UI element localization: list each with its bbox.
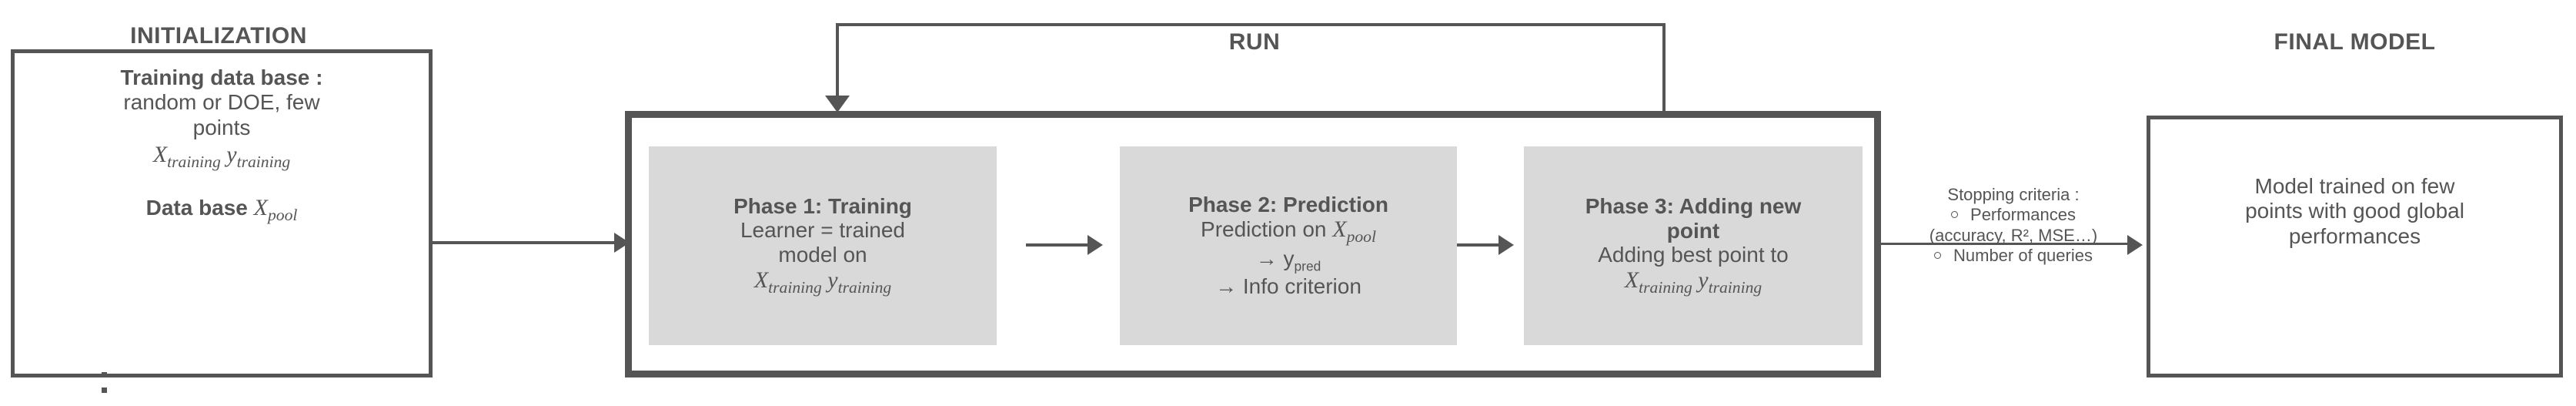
circle-bullet-icon: [1934, 251, 1941, 259]
stopping-criteria-item-1: Performances: [1878, 205, 2149, 225]
phase-3-line-1: Adding best point to: [1598, 242, 1789, 267]
phase-1-y-subscript: training: [837, 278, 892, 297]
y-subscript: training: [236, 153, 291, 172]
phase-2-xpool-math: Xpool: [1332, 216, 1376, 246]
run-to-final-arrowhead: [2127, 235, 2143, 255]
final-model-line-3: performances: [2288, 223, 2421, 248]
final-model-box: [2147, 116, 2563, 377]
final-model-line-2: points with good global: [2245, 199, 2464, 223]
initialization-line-1: random or DOE, few: [123, 90, 320, 115]
clipped-colon-dot-lower: [102, 388, 107, 393]
phase-2-arrow-glyph: →: [1255, 246, 1284, 270]
phase-3-x-subscript: training: [1639, 277, 1692, 297]
run-title: RUN: [1228, 29, 1281, 55]
stopping-criteria-header: Stopping criteria :: [1947, 185, 2080, 204]
phase-3-y-subscript: training: [1708, 277, 1762, 297]
y-symbol: y: [226, 142, 237, 168]
phase-3-math: Xtraining ytraining: [1625, 267, 1762, 297]
phase-1-card: Phase 1: Training Learner = trained mode…: [649, 146, 997, 345]
circle-bullet-icon: [1951, 211, 1959, 219]
phase-2-x-subscript: pool: [1346, 227, 1376, 247]
phase-1-x-symbol: X: [753, 267, 769, 294]
phase-2-y-symbol: y: [1283, 246, 1295, 270]
phase2-to-phase3-arrowhead: [1498, 235, 1514, 255]
phase-3-y-symbol: y: [1698, 267, 1709, 293]
phase-2-ypred: ypred: [1283, 246, 1321, 274]
phase-2-x-symbol: X: [1332, 216, 1347, 243]
x-subscript: training: [167, 153, 221, 172]
x-pool-subscript: pool: [268, 206, 298, 225]
x-pool-symbol: X: [253, 195, 268, 221]
phase-3-card: Phase 3: Adding new point Adding best po…: [1524, 146, 1863, 345]
final-model-content: Model trained on few points with good gl…: [2155, 174, 2554, 249]
stopping-criteria-item-2-label: Number of queries: [1953, 246, 2093, 266]
clipped-colon-dot-upper: [102, 372, 107, 377]
phase-2-card: Phase 2: Prediction Prediction on Xpool …: [1120, 146, 1457, 345]
phase-1-math: Xtraining ytraining: [754, 267, 891, 297]
initialization-training-math: Xtraining ytraining: [23, 142, 420, 172]
phase-1-line-2: model on: [778, 243, 867, 267]
init-to-run-line: [433, 241, 617, 244]
phase-1-y-symbol: y: [827, 267, 838, 294]
feedback-loop-right-vertical: [1662, 23, 1666, 114]
stopping-criteria-block: Stopping criteria : Performances (accura…: [1878, 185, 2149, 267]
initialization-title: INITIALIZATION: [130, 23, 307, 49]
phase-2-title: Phase 2: Prediction: [1188, 192, 1388, 216]
feedback-loop-arrowhead: [825, 96, 850, 112]
run-to-final-line: [1881, 243, 2131, 245]
initialization-line-2: points: [192, 115, 251, 139]
database-label: Data base: [145, 196, 254, 220]
phase-2-line-3: → Info criterion: [1215, 274, 1362, 299]
x-symbol: X: [152, 142, 168, 168]
phase-1-title: Phase 1: Training: [733, 193, 912, 218]
phase-2-line-1: Prediction on Xpool: [1201, 216, 1376, 247]
phase-2-y-subscript: pred: [1294, 258, 1321, 274]
feedback-loop-top-line: [836, 23, 1666, 26]
pool-math: Xpool: [253, 195, 298, 224]
phase2-to-phase3-line: [1457, 243, 1502, 247]
phase1-to-phase2-line: [1026, 243, 1091, 247]
phase-1-line-1: Learner = trained: [740, 218, 906, 243]
stopping-criteria-item-1-continued: (accuracy, R², MSE…): [1929, 225, 2098, 245]
initialization-box: [11, 49, 433, 377]
initialization-content: Training data base : random or DOE, few …: [23, 65, 420, 226]
phase-3-title-line-2: point: [1666, 218, 1720, 243]
phase-2-prediction-text: Prediction on: [1201, 217, 1333, 242]
final-model-line-1: Model trained on few: [2254, 174, 2455, 198]
stopping-criteria-item-1-label: Performances: [1970, 205, 2076, 225]
phase-1-x-subscript: training: [768, 278, 822, 297]
initialization-database-line: Data base Xpool: [23, 195, 420, 225]
final-model-title: FINAL MODEL: [2274, 29, 2436, 55]
spacer: [23, 172, 420, 195]
stopping-criteria-item-2: Number of queries: [1878, 246, 2149, 266]
phase1-to-phase2-arrowhead: [1088, 235, 1103, 255]
phase-3-title-line-1: Phase 3: Adding new: [1585, 194, 1802, 219]
phase-3-x-symbol: X: [1624, 267, 1639, 293]
feedback-loop-left-vertical: [836, 23, 839, 97]
initialization-heading: Training data base :: [120, 65, 323, 89]
phase-2-line-2: → ypred: [1256, 247, 1321, 274]
